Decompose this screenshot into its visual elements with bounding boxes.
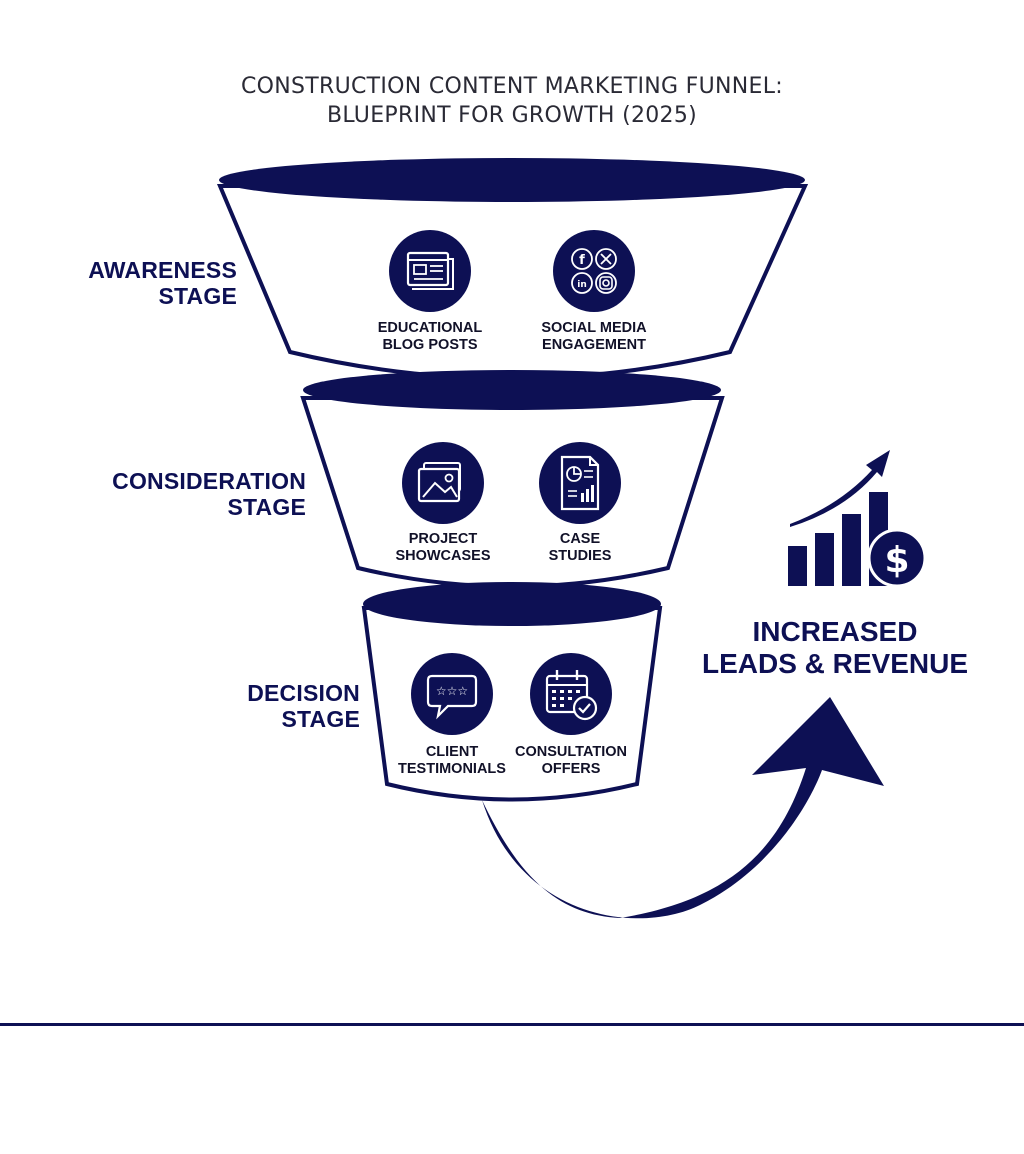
blog-posts-icon (389, 230, 471, 312)
stage-label-line-2: STAGE (227, 494, 306, 520)
item-label-line-1: PROJECT (408, 531, 478, 547)
item-label-consultation-offers: CONSULTATION OFFERS (496, 744, 646, 778)
item-label-line-1: CLIENT (425, 744, 479, 760)
item-label-line-1: EDUCATIONAL (377, 320, 483, 336)
item-label-line-2: SHOWCASES (395, 548, 491, 564)
svg-text:$: $ (884, 540, 909, 581)
item-label-case-studies: CASE STUDIES (505, 531, 655, 565)
item-label-line-2: BLOG POSTS (382, 337, 478, 353)
bottom-divider (0, 1023, 1024, 1026)
outcome-line-2: LEADS & REVENUE (701, 648, 969, 679)
stage-label-decision: DECISION STAGE (120, 680, 360, 732)
svg-text:f: f (579, 253, 585, 268)
diagram-title: CONSTRUCTION CONTENT MARKETING FUNNEL: B… (0, 72, 1024, 130)
stage-label-line-2: STAGE (281, 706, 360, 732)
stage-label-line-2: STAGE (158, 283, 237, 309)
report-document-icon (539, 442, 621, 524)
item-label-line-2: STUDIES (548, 548, 612, 564)
funnel-tier-consideration (300, 370, 725, 589)
stage-label-line-1: CONSIDERATION (112, 468, 306, 494)
curved-arrow (482, 697, 884, 919)
item-label-social-media: SOCIAL MEDIA ENGAGEMENT (519, 320, 669, 354)
stage-label-line-1: AWARENESS (88, 257, 237, 283)
item-label-client-testimonials: CLIENT TESTIMONIALS (377, 744, 527, 778)
calendar-check-icon (530, 653, 612, 735)
stage-label-consideration: CONSIDERATION STAGE (40, 468, 306, 520)
svg-text:☆☆☆: ☆☆☆ (436, 684, 468, 698)
growth-chart-dollar-icon: $ (788, 450, 927, 588)
svg-text:in: in (577, 280, 587, 290)
item-label-line-2: ENGAGEMENT (542, 337, 646, 353)
outcome-label: INCREASED LEADS & REVENUE (680, 616, 990, 680)
outcome-line-1: INCREASED (752, 616, 918, 647)
funnel-tier-awareness (216, 158, 809, 381)
item-label-line-1: SOCIAL MEDIA (541, 320, 647, 336)
stage-label-line-1: DECISION (247, 680, 360, 706)
item-label-line-2: TESTIMONIALS (398, 761, 506, 777)
title-line-1: CONSTRUCTION CONTENT MARKETING FUNNEL: (240, 74, 784, 99)
social-media-icon: f in (553, 230, 635, 312)
review-stars-icon: ☆☆☆ (411, 653, 493, 735)
item-label-line-1: CASE (559, 531, 601, 547)
item-label-line-1: CONSULTATION (515, 744, 627, 760)
stage-label-awareness: AWARENESS STAGE (40, 257, 237, 309)
image-gallery-icon (402, 442, 484, 524)
item-label-line-2: OFFERS (541, 761, 601, 777)
title-line-2: BLUEPRINT FOR GROWTH (2025) (326, 103, 698, 128)
item-label-blog-posts: EDUCATIONAL BLOG POSTS (355, 320, 505, 354)
item-label-project-showcases: PROJECT SHOWCASES (368, 531, 518, 565)
